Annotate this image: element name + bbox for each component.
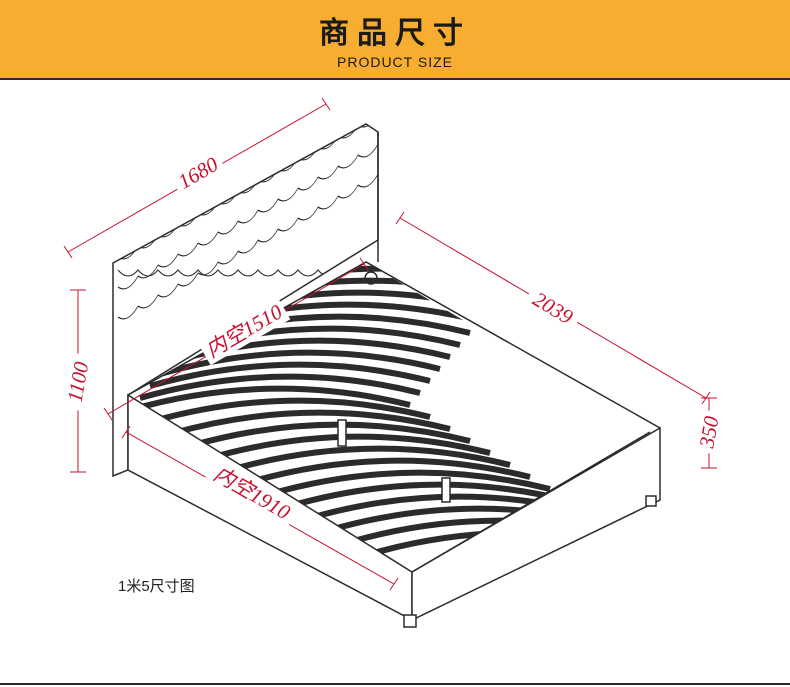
header-subtitle: PRODUCT SIZE	[337, 54, 453, 70]
header-title: 商品尺寸	[319, 16, 471, 51]
headboard-height-label: 1100	[63, 360, 94, 404]
size-caption: 1米5尺寸图	[118, 578, 195, 595]
bottom-divider	[0, 683, 790, 685]
base-height-label: 350	[694, 414, 723, 451]
bed-dimension-drawing: 1680 2039 1100 350 内空1510 内空1910	[61, 97, 725, 628]
header-banner: 商品尺寸 PRODUCT SIZE	[0, 0, 790, 80]
slat-supports	[337, 419, 451, 503]
bed-slats	[129, 233, 650, 554]
